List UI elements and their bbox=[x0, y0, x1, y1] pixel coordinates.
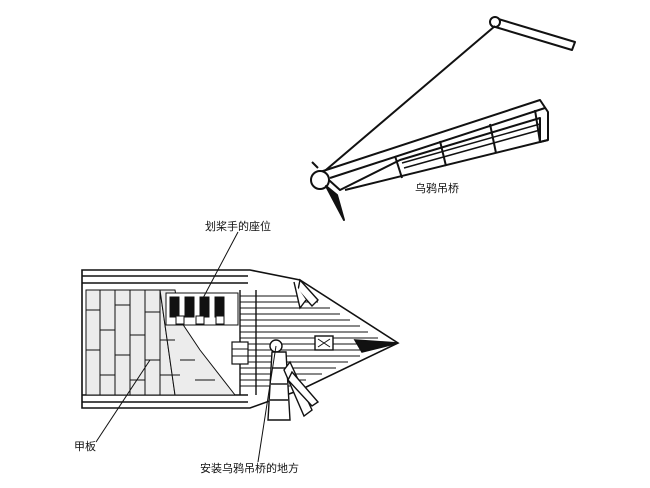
rower-seats-block bbox=[165, 292, 239, 326]
hatch-stair bbox=[231, 341, 249, 365]
bow-ram bbox=[353, 339, 399, 353]
corvus-crossbeam bbox=[534, 109, 541, 143]
leader-deck bbox=[95, 359, 151, 443]
ship-drawing bbox=[81, 231, 400, 463]
corvus-mast bbox=[491, 17, 576, 51]
bridge-mount-structure bbox=[267, 278, 320, 421]
corvus-pulley bbox=[489, 16, 501, 28]
corvus-inner-rail bbox=[401, 123, 541, 164]
corvus-spike bbox=[325, 185, 345, 221]
label-bridge-mount: 安装乌鸦吊桥的地方 bbox=[200, 462, 299, 475]
corvus-inner-rail bbox=[403, 129, 541, 169]
label-rower-seats: 划桨手的座位 bbox=[205, 220, 271, 233]
corvus-rope bbox=[319, 25, 496, 176]
leader-rower-seats bbox=[201, 231, 239, 301]
corvus-crossbeam bbox=[394, 155, 403, 179]
corvus-crossbeam bbox=[489, 123, 497, 154]
corvus-crossbeam bbox=[439, 140, 447, 167]
corvus-gangway-rail bbox=[329, 107, 546, 179]
label-corvus-bridge: 乌鸦吊桥 bbox=[415, 182, 459, 195]
corvus-bridge-drawing bbox=[310, 16, 576, 221]
corvus-hinge bbox=[310, 170, 330, 190]
label-deck: 甲板 bbox=[74, 440, 96, 453]
leader-bridge-mount bbox=[257, 345, 277, 463]
